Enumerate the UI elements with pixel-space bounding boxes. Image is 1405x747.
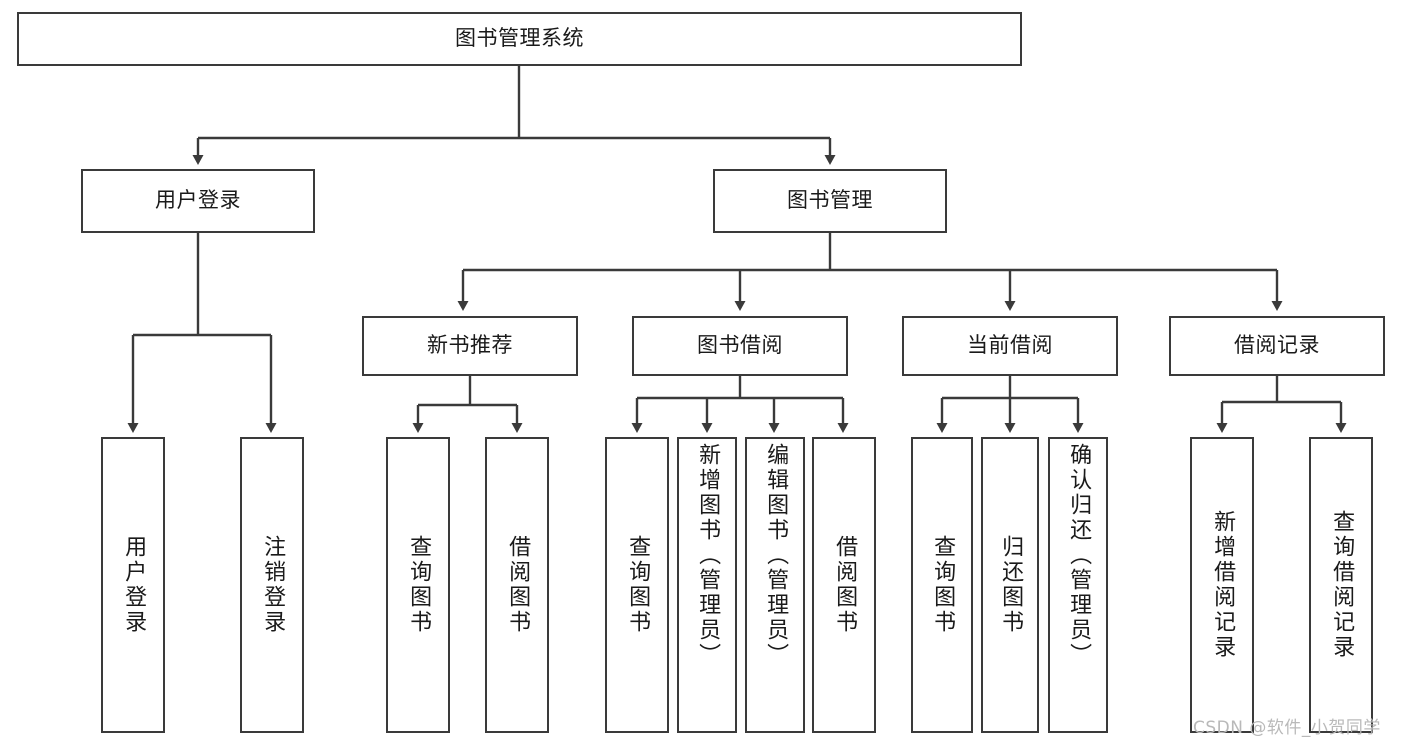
node-label: 新增借阅记录 [1210,510,1236,660]
node-label: 确认归还（管理员） [1066,443,1092,668]
node-label: 新书推荐 [427,333,513,358]
leaf-query-book-current[interactable]: 查询图书 [911,437,973,733]
node-root-system[interactable]: 图书管理系统 [17,12,1022,66]
node-label: 新增图书（管理员） [695,443,721,668]
leaf-query-book-borrow[interactable]: 查询图书 [605,437,669,733]
leaf-logout[interactable]: 注销登录 [240,437,304,733]
node-book-management[interactable]: 图书管理 [713,169,947,233]
node-user-login[interactable]: 用户登录 [81,169,315,233]
node-label: 注销登录 [260,535,286,635]
node-label: 用户登录 [155,188,241,213]
node-new-book-recommend[interactable]: 新书推荐 [362,316,578,376]
node-book-borrow[interactable]: 图书借阅 [632,316,848,376]
leaf-edit-book-admin[interactable]: 编辑图书（管理员） [745,437,805,733]
node-label: 当前借阅 [967,333,1053,358]
leaf-borrow-book-recommend[interactable]: 借阅图书 [485,437,549,733]
leaf-query-borrow-record[interactable]: 查询借阅记录 [1309,437,1373,733]
watermark-csdn: CSDN @软件_小贺同学 [1193,718,1381,738]
node-label: 查询图书 [406,535,432,635]
leaf-borrow-book[interactable]: 借阅图书 [812,437,876,733]
node-label: 编辑图书（管理员） [763,443,789,668]
node-label: 借阅图书 [505,535,531,635]
node-label: 借阅记录 [1234,333,1320,358]
node-borrow-record[interactable]: 借阅记录 [1169,316,1385,376]
node-label: 借阅图书 [832,535,858,635]
node-label: 图书借阅 [697,333,783,358]
node-label: 查询借阅记录 [1329,510,1355,660]
leaf-add-borrow-record[interactable]: 新增借阅记录 [1190,437,1254,733]
node-label: 图书管理 [787,188,873,213]
node-label: 用户登录 [121,535,147,635]
node-label: 查询图书 [625,535,651,635]
node-label: 归还图书 [998,535,1024,635]
leaf-user-login[interactable]: 用户登录 [101,437,165,733]
leaf-query-book-recommend[interactable]: 查询图书 [386,437,450,733]
leaf-confirm-return-admin[interactable]: 确认归还（管理员） [1048,437,1108,733]
leaf-return-book[interactable]: 归还图书 [981,437,1039,733]
node-label: 图书管理系统 [455,26,584,51]
node-current-borrow[interactable]: 当前借阅 [902,316,1118,376]
node-label: 查询图书 [930,535,956,635]
leaf-add-book-admin[interactable]: 新增图书（管理员） [677,437,737,733]
